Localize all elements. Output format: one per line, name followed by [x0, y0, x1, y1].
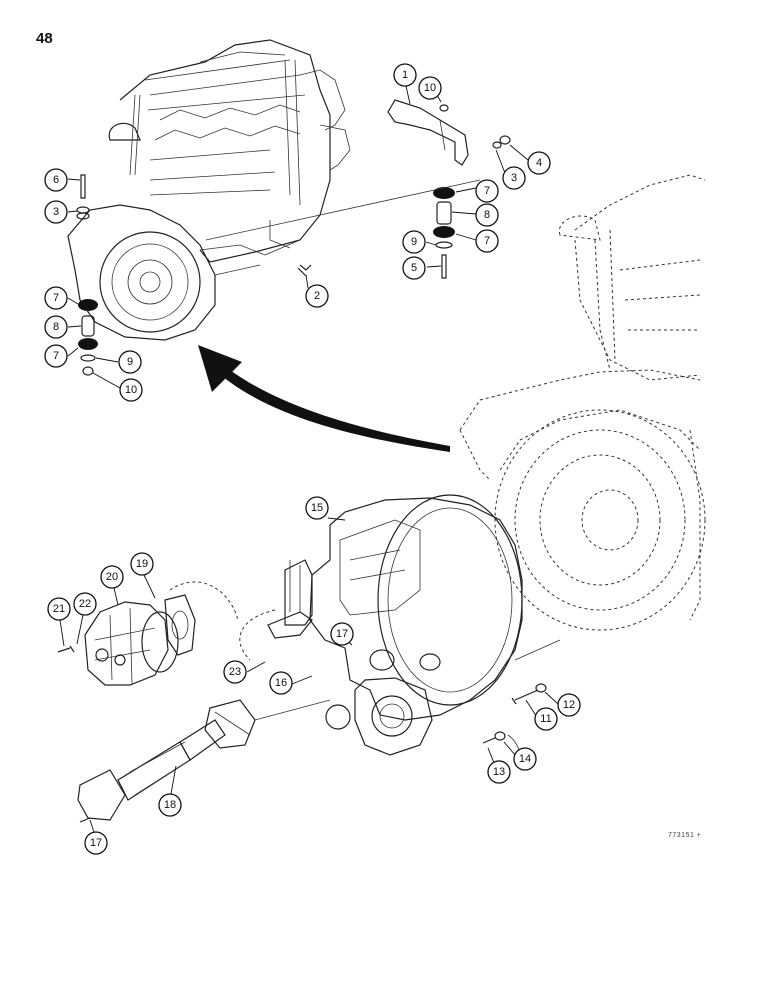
callout-7: 7 [475, 229, 499, 253]
svg-text:5: 5 [411, 262, 417, 274]
svg-text:8: 8 [484, 209, 490, 221]
svg-text:10: 10 [125, 384, 137, 396]
callout-23: 23 [223, 660, 247, 684]
svg-text:1: 1 [402, 69, 408, 81]
svg-text:17: 17 [90, 837, 102, 849]
lower-bolts [482, 639, 561, 759]
svg-text:17: 17 [336, 628, 348, 640]
svg-text:7: 7 [484, 235, 490, 247]
callout-1: 1 [393, 63, 417, 87]
callout-3: 3 [502, 166, 526, 190]
svg-text:18: 18 [164, 799, 176, 811]
svg-text:3: 3 [53, 206, 59, 218]
svg-text:16: 16 [275, 677, 287, 689]
callout-20: 20 [100, 565, 124, 589]
callout-17: 17 [84, 831, 108, 855]
callout-18: 18 [158, 793, 182, 817]
drive-shaft [77, 699, 256, 821]
callout-2: 2 [305, 284, 329, 308]
figure-code: 773151 + [668, 832, 702, 839]
callout-10: 10 [418, 76, 442, 100]
svg-text:11: 11 [540, 713, 551, 725]
mount-bracket [387, 99, 469, 166]
callout-8: 8 [44, 315, 68, 339]
callout-12: 12 [557, 693, 581, 717]
callout-4: 4 [527, 151, 551, 175]
upper-engine-illustration [67, 39, 351, 341]
callout-22: 22 [73, 592, 97, 616]
svg-text:7: 7 [53, 350, 59, 362]
callout-11: 11 [534, 707, 558, 731]
callout-13: 13 [487, 760, 511, 784]
callout-7: 7 [44, 344, 68, 368]
callout-8: 8 [475, 203, 499, 227]
pump-gasket [164, 594, 196, 656]
svg-text:23: 23 [229, 666, 241, 678]
callout-9: 9 [118, 350, 142, 374]
callout-7: 7 [44, 286, 68, 310]
svg-text:2: 2 [314, 290, 320, 302]
callout-19: 19 [130, 552, 154, 576]
svg-text:21: 21 [53, 603, 65, 615]
svg-text:12: 12 [563, 699, 575, 711]
left-mount-hardware [76, 174, 312, 376]
svg-text:10: 10 [424, 82, 436, 94]
svg-text:7: 7 [484, 185, 490, 197]
assembly-direction-arrow [198, 345, 450, 452]
svg-text:20: 20 [106, 571, 118, 583]
callout-15: 15 [305, 496, 329, 520]
svg-text:6: 6 [53, 174, 59, 186]
svg-text:14: 14 [519, 753, 531, 765]
callout-6: 6 [44, 168, 68, 192]
svg-text:22: 22 [79, 598, 91, 610]
engine-flywheel-housing-dashed [459, 174, 706, 631]
callout-21: 21 [47, 597, 71, 621]
svg-text:8: 8 [53, 321, 59, 333]
transmission-converter-housing [267, 494, 523, 756]
callout-16: 16 [269, 671, 293, 695]
callout-17: 17 [330, 622, 354, 646]
svg-text:13: 13 [493, 766, 505, 778]
callout-9: 9 [402, 230, 426, 254]
callout-14: 14 [513, 747, 537, 771]
upper-mount-hardware [433, 104, 511, 279]
svg-text:19: 19 [136, 558, 148, 570]
page-number: 48 [36, 30, 53, 47]
callout-7: 7 [475, 179, 499, 203]
svg-text:15: 15 [311, 502, 323, 514]
svg-text:7: 7 [53, 292, 59, 304]
callout-10: 10 [119, 378, 143, 402]
callout-5: 5 [402, 256, 426, 280]
svg-text:9: 9 [411, 236, 417, 248]
svg-text:9: 9 [127, 356, 133, 368]
svg-text:3: 3 [511, 172, 517, 184]
callout-3: 3 [44, 200, 68, 224]
hydraulic-pump [84, 601, 179, 686]
svg-text:4: 4 [536, 157, 542, 169]
